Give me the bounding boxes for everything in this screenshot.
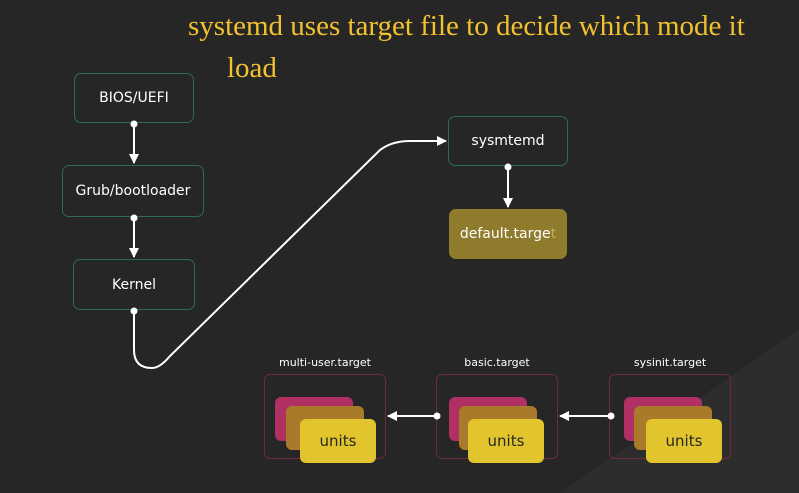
grub-bootloader-node: Grub/bootloader [62,165,204,217]
systemd-label: sysmtemd [471,133,545,149]
units-label: units [319,432,357,450]
slide-title-line-1: systemd uses target file to decide which… [188,10,745,42]
default-target-label-last: t [550,226,557,242]
default-target-label: default.target [460,226,556,242]
units-label: units [665,432,703,450]
sysinit-target-group: units [609,374,731,463]
unit-card-front: units [300,419,376,463]
grub-bootloader-label: Grub/bootloader [75,183,191,199]
kernel-label: Kernel [112,276,156,293]
slide-title-line-2: load [227,52,277,84]
sysinit-target-label: sysinit.target [633,356,707,369]
arrow-bios-to-grub [129,120,139,164]
basic-target-group: units [436,374,558,463]
unit-card-front: units [646,419,722,463]
arrow-grub-to-kernel [129,214,139,258]
arrow-kernel-to-systemd [130,136,447,370]
arrow-systemd-to-default [503,163,513,208]
arrow-basic-to-multi-user [387,411,441,421]
multi-user-target-group: units [264,374,386,463]
default-target-label-main: default.targe [459,226,551,242]
basic-target-label: basic.target [464,356,530,369]
default-target-node: default.target [449,209,567,259]
units-label: units [487,432,525,450]
multi-user-target-label: multi-user.target [278,356,371,369]
arrow-sysinit-to-basic [559,411,615,421]
unit-card-front: units [468,419,544,463]
bios-uefi-label: BIOS/UEFI [99,90,169,106]
systemd-node: sysmtemd [448,116,568,166]
